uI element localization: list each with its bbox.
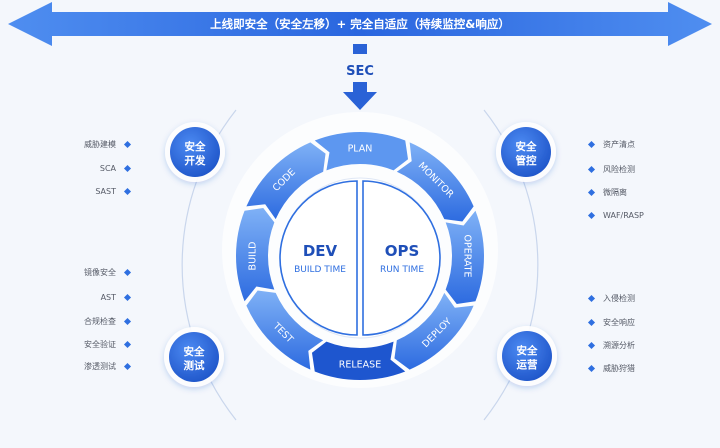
phase-segment-monitor (396, 142, 474, 222)
list-item-label: 合规检查 (84, 317, 116, 326)
security-test-list: 镜像安全 AST 合规检查 安全验证 渗透测试 (40, 267, 132, 377)
phase-segment-code (246, 142, 326, 220)
list-item: 安全验证 (84, 339, 132, 351)
list-item: SAST (95, 186, 132, 198)
sec-down-arrow (343, 82, 377, 110)
list-item-label: 渗透测试 (84, 362, 116, 371)
list-item: WAF/RASP (587, 210, 644, 222)
ops-title: OPS (385, 242, 420, 260)
list-item-label: 安全响应 (603, 318, 635, 327)
list-item-label: 溯源分析 (603, 341, 635, 350)
phase-segment-release (311, 341, 406, 380)
phase-segment-plan (314, 132, 409, 171)
badge-test-line2: 测试 (184, 359, 205, 372)
badge-security-dev (165, 122, 225, 182)
ops-half (362, 180, 441, 336)
badge-security-test (164, 327, 224, 387)
list-item: 合规检查 (84, 316, 132, 328)
list-item-label: SAST (95, 187, 116, 196)
list-item: 渗透测试 (84, 361, 132, 373)
list-item: 威胁建模 (84, 139, 132, 151)
badge-security-control (496, 122, 556, 182)
badge-dev-line1: 安全 (185, 140, 206, 153)
list-item: 入侵检测 (587, 293, 635, 305)
list-item-label: AST (100, 293, 116, 302)
list-item-label: 资产清点 (603, 140, 635, 149)
list-item-label: 镜像安全 (84, 268, 116, 277)
dev-half (279, 180, 358, 336)
badge-ops-line1: 安全 (517, 344, 538, 357)
phase-segment-build (235, 207, 275, 302)
list-item-label: 微隔离 (603, 188, 627, 197)
phase-label-release: RELEASE (339, 360, 381, 371)
security-control-list: 资产清点 风险检测 微隔离 WAF/RASP (587, 139, 693, 223)
phase-ring (235, 132, 484, 380)
list-item: 风险检测 (587, 164, 635, 176)
top-banner-arrow (8, 2, 712, 46)
badge-test-line1: 安全 (184, 345, 205, 358)
security-dev-list: 威胁建模 SCA SAST (40, 139, 132, 199)
list-item: 微隔离 (587, 187, 627, 199)
badge-dev-line2: 开发 (185, 154, 206, 167)
phase-segment-operate (445, 210, 484, 305)
list-item: 溯源分析 (587, 340, 635, 352)
sec-label: SEC (346, 64, 374, 79)
badge-ops-line2: 运营 (517, 358, 538, 371)
dev-subtitle: BUILD TIME (294, 265, 346, 275)
phase-label-operate: OPERATE (462, 235, 473, 278)
badge-control-line1: 安全 (516, 140, 537, 153)
list-item-label: 威胁狩猎 (603, 364, 635, 373)
badge-security-ops (497, 326, 557, 386)
list-item: 镜像安全 (84, 267, 132, 279)
list-item: AST (100, 292, 132, 304)
security-ops-list: 入侵检测 安全响应 溯源分析 威胁狩猎 (587, 293, 693, 377)
list-item-label: 威胁建模 (84, 140, 116, 149)
list-item: SCA (99, 163, 132, 175)
banner-text: 上线即安全（安全左移）+ 完全自适应（持续监控&响应） (210, 17, 510, 31)
list-item-label: 风险检测 (603, 165, 635, 174)
dev-title: DEV (303, 242, 338, 260)
phase-label-build: BUILD (248, 242, 259, 271)
list-item-label: 入侵检测 (603, 294, 635, 303)
phase-segment-deploy (394, 292, 474, 370)
list-item-label: 安全验证 (84, 340, 116, 349)
ops-subtitle: RUN TIME (380, 265, 424, 275)
badge-control-line2: 管控 (516, 154, 537, 167)
phase-label-plan: PLAN (348, 144, 373, 155)
list-item: 安全响应 (587, 317, 635, 329)
list-item: 威胁狩猎 (587, 363, 635, 375)
list-item: 资产清点 (587, 139, 635, 151)
list-item-label: WAF/RASP (603, 211, 644, 220)
sec-arrow-stem (353, 44, 367, 54)
list-item-label: SCA (99, 164, 116, 173)
phase-segment-test (246, 290, 324, 370)
